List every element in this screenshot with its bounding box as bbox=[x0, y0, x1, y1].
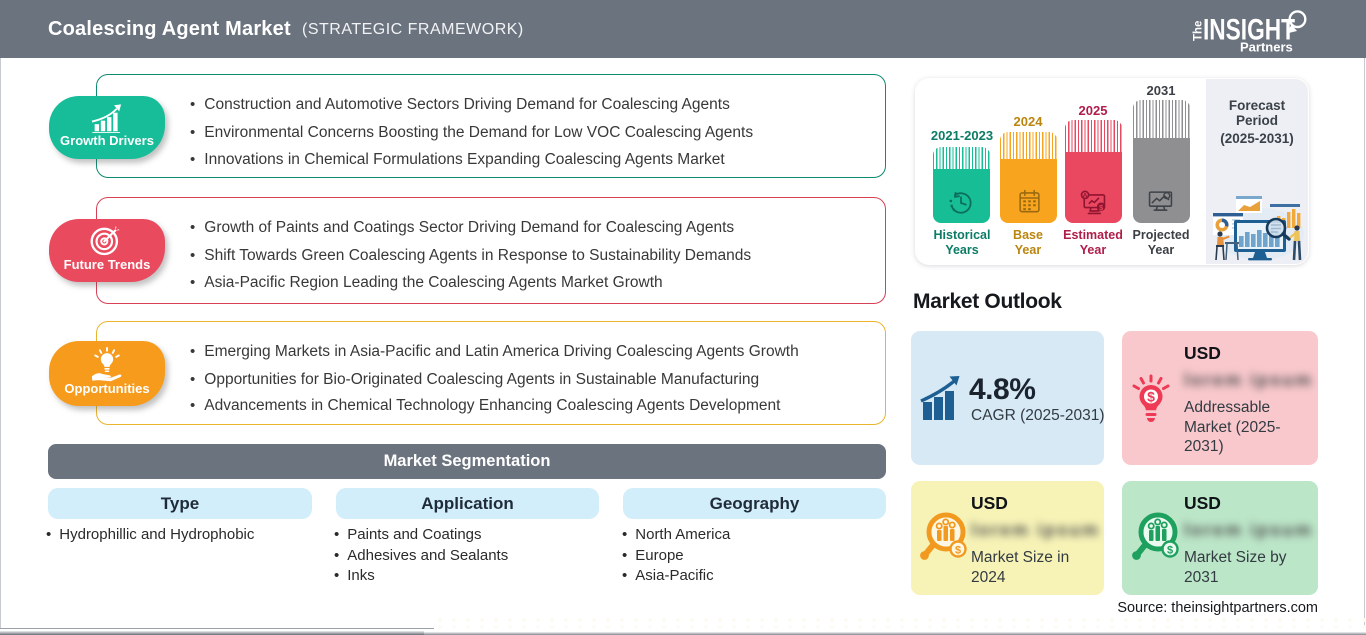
svg-text:INSIGHT: INSIGHT bbox=[1203, 12, 1295, 46]
svg-text:$: $ bbox=[955, 545, 961, 557]
svg-text:Partners: Partners bbox=[1240, 40, 1293, 55]
svg-text:$: $ bbox=[1147, 389, 1155, 405]
svg-text:A: A bbox=[1083, 192, 1088, 199]
svg-text:The: The bbox=[1193, 21, 1205, 41]
svg-text:$: $ bbox=[1167, 545, 1173, 557]
svg-text:$: $ bbox=[1099, 203, 1104, 212]
